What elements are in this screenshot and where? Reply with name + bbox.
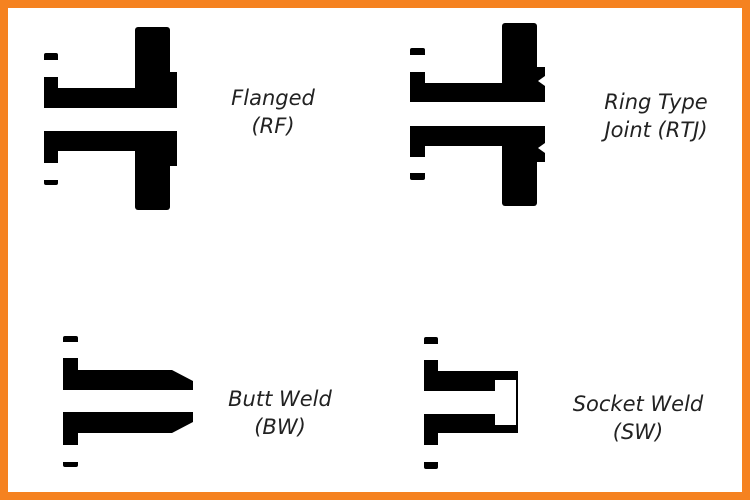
ring-type-joint-label: Ring Type Joint (RTJ) bbox=[604, 90, 708, 142]
socket-weld-label: Socket Weld (SW) bbox=[572, 392, 704, 444]
flanged-rf-shape bbox=[44, 27, 177, 210]
flanged-rf-label: Flanged (RF) bbox=[231, 86, 315, 138]
butt-weld-shape bbox=[63, 336, 193, 467]
ring-type-joint-shape bbox=[410, 23, 545, 206]
socket-weld-shape bbox=[424, 337, 518, 469]
butt-weld-label: Butt Weld (BW) bbox=[228, 387, 332, 439]
